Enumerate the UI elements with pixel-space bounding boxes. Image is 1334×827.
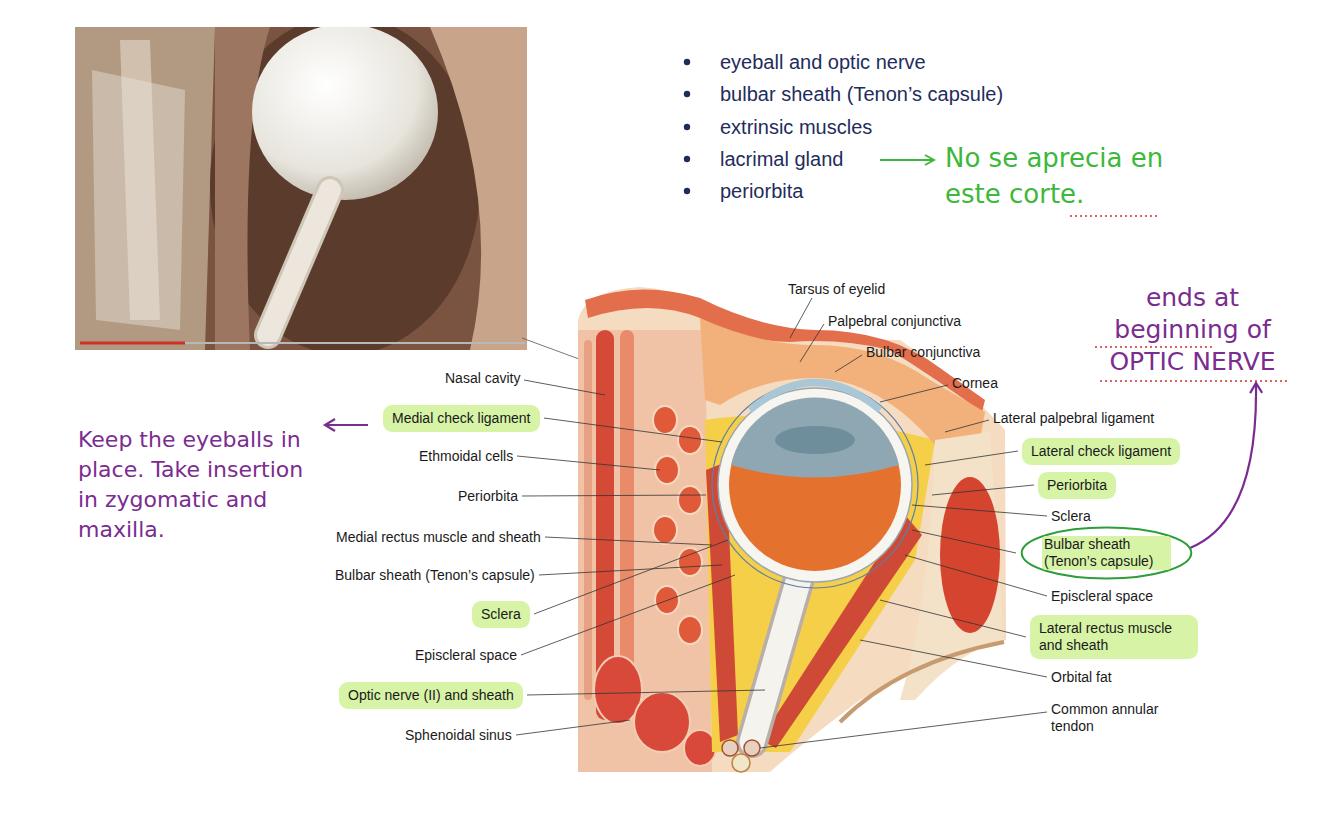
handwritten-note: ends at beginning of OPTIC NERVE: [1085, 282, 1300, 378]
highlighted-label: Medial check ligament: [383, 405, 540, 432]
bullet-item: lacrimal gland: [720, 147, 843, 171]
label-holder: Medial rectus muscle and sheath: [336, 529, 541, 546]
part-label: Sphenoidal sinus: [405, 727, 512, 744]
label-holder: Sphenoidal sinus: [405, 727, 512, 744]
leader-lines: [516, 298, 1047, 748]
label-holder: periorbita: [720, 179, 803, 203]
label-holder: Bulbar conjunctiva: [866, 344, 980, 361]
node-text: Medial check ligament: [392, 410, 531, 427]
part-label: Bulbar conjunctiva: [866, 344, 980, 361]
node-text: Lateral check ligament: [1031, 443, 1171, 460]
label-holder: lacrimal gland: [720, 147, 843, 171]
node-text: Optic nerve (II) and sheath: [348, 687, 514, 704]
highlighted-label: Sclera: [472, 601, 530, 628]
bullet-item: extrinsic muscles: [720, 115, 872, 139]
bullet-item: eyeball and optic nerve: [720, 50, 926, 74]
dissection-photo: [75, 27, 527, 350]
orbit-illustration: [578, 287, 1006, 772]
part-label: Orbital fat: [1051, 669, 1112, 686]
part-label: Cornea: [952, 375, 998, 392]
highlighted-label: Lateral check ligament: [1022, 438, 1180, 465]
label-holder: Keep the eyeballs in place. Take inserti…: [78, 425, 318, 545]
label-holder: Common annular tendon: [1051, 701, 1176, 735]
part-label: Sclera: [1051, 508, 1091, 525]
part-label: Tarsus of eyelid: [788, 281, 885, 298]
circled-label: Bulbar sheath (Tenon’s capsule): [1020, 526, 1193, 580]
bullet-item: bulbar sheath (Tenon’s capsule): [720, 82, 1003, 106]
label-holder: Bulbar sheath (Tenon’s capsule): [335, 567, 535, 584]
bullet-dots: [684, 59, 690, 194]
part-label: Common annular tendon: [1051, 701, 1176, 735]
label-holder: Cornea: [952, 375, 998, 392]
part-label: Bulbar sheath (Tenon’s capsule): [335, 567, 535, 584]
node-text: Bulbar sheath (Tenon’s capsule): [1042, 536, 1171, 570]
part-label: Lateral palpebral ligament: [993, 410, 1154, 427]
label-holder: Tarsus of eyelid: [788, 281, 885, 298]
label-holder: Episcleral space: [415, 647, 517, 664]
part-label: Episcleral space: [415, 647, 517, 664]
label-holder: Episcleral space: [1051, 588, 1153, 605]
highlighted-label: Optic nerve (II) and sheath: [339, 682, 523, 709]
part-label: Nasal cavity: [445, 370, 520, 387]
label-holder: Nasal cavity: [445, 370, 520, 387]
highlighted-label: Lateral rectus muscle and sheath: [1030, 615, 1198, 659]
bullet-item: periorbita: [720, 179, 803, 203]
part-label: Ethmoidal cells: [419, 448, 513, 465]
label-holder: Ethmoidal cells: [419, 448, 513, 465]
label-holder: No se aprecia en este corte.: [945, 140, 1185, 212]
label-holder: ends at beginning of OPTIC NERVE: [1085, 282, 1300, 378]
label-holder: Orbital fat: [1051, 669, 1112, 686]
handwritten-note: No se aprecia en este corte.: [945, 140, 1185, 212]
label-holder: Palpebral conjunctiva: [828, 313, 961, 330]
part-label: Palpebral conjunctiva: [828, 313, 961, 330]
label-holder: extrinsic muscles: [720, 115, 872, 139]
highlighted-label: Periorbita: [1038, 472, 1116, 499]
part-label: Episcleral space: [1051, 588, 1153, 605]
circle-outline: [1022, 528, 1192, 579]
node-text: Lateral rectus muscle and sheath: [1039, 620, 1189, 654]
label-holder: bulbar sheath (Tenon’s capsule): [720, 82, 1003, 106]
handwritten-note: Keep the eyeballs in place. Take inserti…: [78, 425, 318, 545]
label-holder: Lateral palpebral ligament: [993, 410, 1154, 427]
part-label: Periorbita: [458, 488, 518, 505]
label-holder: eyeball and optic nerve: [720, 50, 926, 74]
node-text: Periorbita: [1047, 477, 1107, 494]
node-text: Sclera: [481, 606, 521, 623]
label-holder: Sclera: [1051, 508, 1091, 525]
label-holder: Periorbita: [458, 488, 518, 505]
part-label: Medial rectus muscle and sheath: [336, 529, 541, 546]
